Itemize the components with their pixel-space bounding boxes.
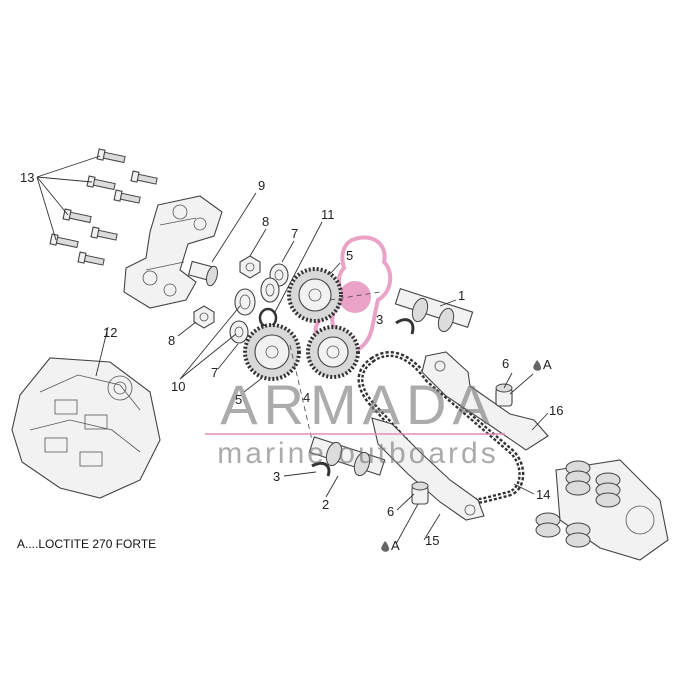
callout-10: 10 xyxy=(171,379,185,394)
valve-assembly xyxy=(535,459,669,561)
camshaft-support xyxy=(123,195,223,309)
watermark-divider xyxy=(205,433,505,435)
drop-label-a: A xyxy=(543,357,552,372)
bolt-set xyxy=(49,148,158,266)
callout-5: 5 xyxy=(235,392,242,407)
legend-note: A....LOCTITE 270 FORTE xyxy=(17,537,157,551)
callout-3: 3 xyxy=(273,469,280,484)
chain-guide xyxy=(371,417,485,521)
drop-label-a: A xyxy=(391,538,400,553)
callout-16: 16 xyxy=(549,403,563,418)
drop-icon xyxy=(381,541,390,552)
camshaft-lower xyxy=(308,436,386,477)
gear xyxy=(306,325,360,379)
watermark-subtitle: marine outboards xyxy=(217,437,499,470)
cylinder-head xyxy=(11,357,161,499)
nut xyxy=(193,305,215,329)
callout-8: 8 xyxy=(262,214,269,229)
callout-7: 7 xyxy=(291,226,298,241)
callout-6: 6 xyxy=(387,504,394,519)
callout-5: 5 xyxy=(346,248,353,263)
watermark-title: ARMADA xyxy=(220,373,496,436)
callout-11: 11 xyxy=(321,207,335,222)
gear xyxy=(243,323,301,381)
callout-3: 3 xyxy=(376,312,383,327)
bearing xyxy=(260,277,280,303)
callout-12: 12 xyxy=(103,325,117,340)
pivot-bolt xyxy=(411,481,429,505)
callout-15: 15 xyxy=(425,533,439,548)
callout-14: 14 xyxy=(536,487,550,502)
drop-icon xyxy=(533,360,542,371)
callout-2: 2 xyxy=(322,497,329,512)
gear xyxy=(287,267,343,323)
callout-9: 9 xyxy=(258,178,265,193)
timing-chain xyxy=(357,351,525,504)
camshaft-upper xyxy=(394,287,474,333)
clip xyxy=(311,461,331,477)
callout-13: 13 xyxy=(20,170,34,185)
callout-4: 4 xyxy=(303,390,310,405)
callout-1: 1 xyxy=(458,288,465,303)
callout-8: 8 xyxy=(168,333,175,348)
callout-6: 6 xyxy=(502,356,509,371)
chain-tensioner-slider xyxy=(421,351,549,451)
clip xyxy=(395,318,415,335)
washer xyxy=(229,320,249,344)
callout-7: 7 xyxy=(211,365,218,380)
shaft xyxy=(187,260,218,287)
nut xyxy=(239,255,261,279)
bearing xyxy=(234,288,256,316)
